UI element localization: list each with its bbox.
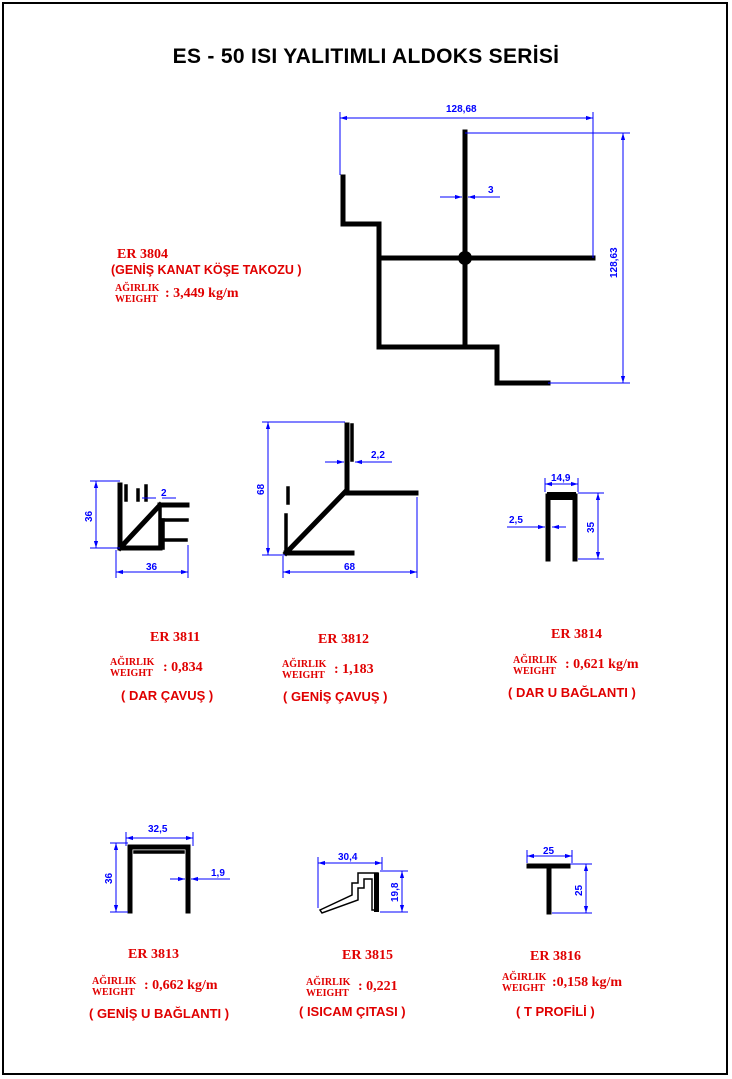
er3804-weight: : 3,449 kg/m [165, 286, 239, 301]
er3811-thickness-dim: 2 [161, 488, 167, 499]
er3811-height-dim: 36 [84, 510, 95, 522]
er3814-weight: : 0,621 kg/m [565, 657, 639, 672]
er3815-width-dim: 30,4 [338, 852, 358, 863]
er3804-height-dim: 128,63 [609, 247, 620, 278]
er3812-width-dim: 68 [344, 562, 356, 573]
er3813-name: ( GENİŞ U BAĞLANTI ) [89, 1006, 230, 1021]
er3815-name: ( ISICAM ÇITASI ) [299, 1004, 406, 1019]
er3804-thickness-dim: 3 [488, 185, 494, 196]
profile-er3814-drawing: 14,9 35 2,5 [507, 473, 604, 562]
er3813-height-dim: 36 [104, 872, 115, 884]
er3812-code: ER 3812 [318, 632, 369, 647]
er3813-width-dim: 32,5 [148, 824, 168, 835]
er3804-width-dim: 128,68 [446, 104, 477, 115]
profile-er3816-drawing: 25 25 [526, 846, 592, 915]
er3816-width-dim: 25 [543, 846, 555, 857]
er3812-thickness-dim: 2,2 [371, 450, 385, 461]
er3811-code: ER 3811 [150, 630, 201, 645]
profile-er3813-drawing: 32,5 36 1,9 [104, 824, 230, 914]
page-title: ES - 50 ISI YALITIMLI ALDOKS SERİSİ [172, 45, 560, 68]
er3812-height-dim: 68 [256, 483, 267, 495]
er3804-name: (GENİŞ KANAT KÖŞE TAKOZU ) [111, 263, 302, 277]
profile-er3812-drawing: 68 68 2,2 [256, 421, 419, 578]
profile-er3811-drawing: 36 36 2 [84, 480, 190, 578]
er3814-name: ( DAR U BAĞLANTI ) [508, 685, 636, 700]
er3813-code: ER 3813 [128, 947, 179, 962]
er3816-code: ER 3816 [530, 949, 581, 964]
er3811-name: ( DAR ÇAVUŞ ) [121, 688, 214, 703]
er3812-weight: : 1,183 [334, 662, 374, 677]
er3812-name: ( GENİŞ ÇAVUŞ ) [283, 689, 388, 704]
er3813-weight: : 0,662 kg/m [144, 978, 218, 993]
er3816-name: ( T PROFİLİ ) [516, 1004, 595, 1019]
er3811-weight: : 0,834 [163, 660, 203, 675]
er3814-width-dim: 14,9 [551, 473, 571, 484]
er3811-width-dim: 36 [146, 562, 158, 573]
er3815-height-dim: 19,8 [390, 882, 401, 902]
er3813-thickness-dim: 1,9 [211, 868, 225, 879]
profile-er3804-drawing: 128,68 128,63 3 [339, 104, 630, 386]
er3816-weight: :0,158 kg/m [552, 975, 622, 990]
er3816-height-dim: 25 [574, 884, 585, 896]
er3804-code: ER 3804 [117, 247, 168, 262]
er3815-code: ER 3815 [342, 948, 393, 963]
er3815-weight: : 0,221 [358, 979, 398, 994]
er3814-height-dim: 35 [586, 521, 597, 533]
er3814-thickness-dim: 2,5 [509, 515, 523, 526]
profile-er3815-drawing: 30,4 19,8 [317, 852, 408, 914]
er3814-code: ER 3814 [551, 627, 602, 642]
